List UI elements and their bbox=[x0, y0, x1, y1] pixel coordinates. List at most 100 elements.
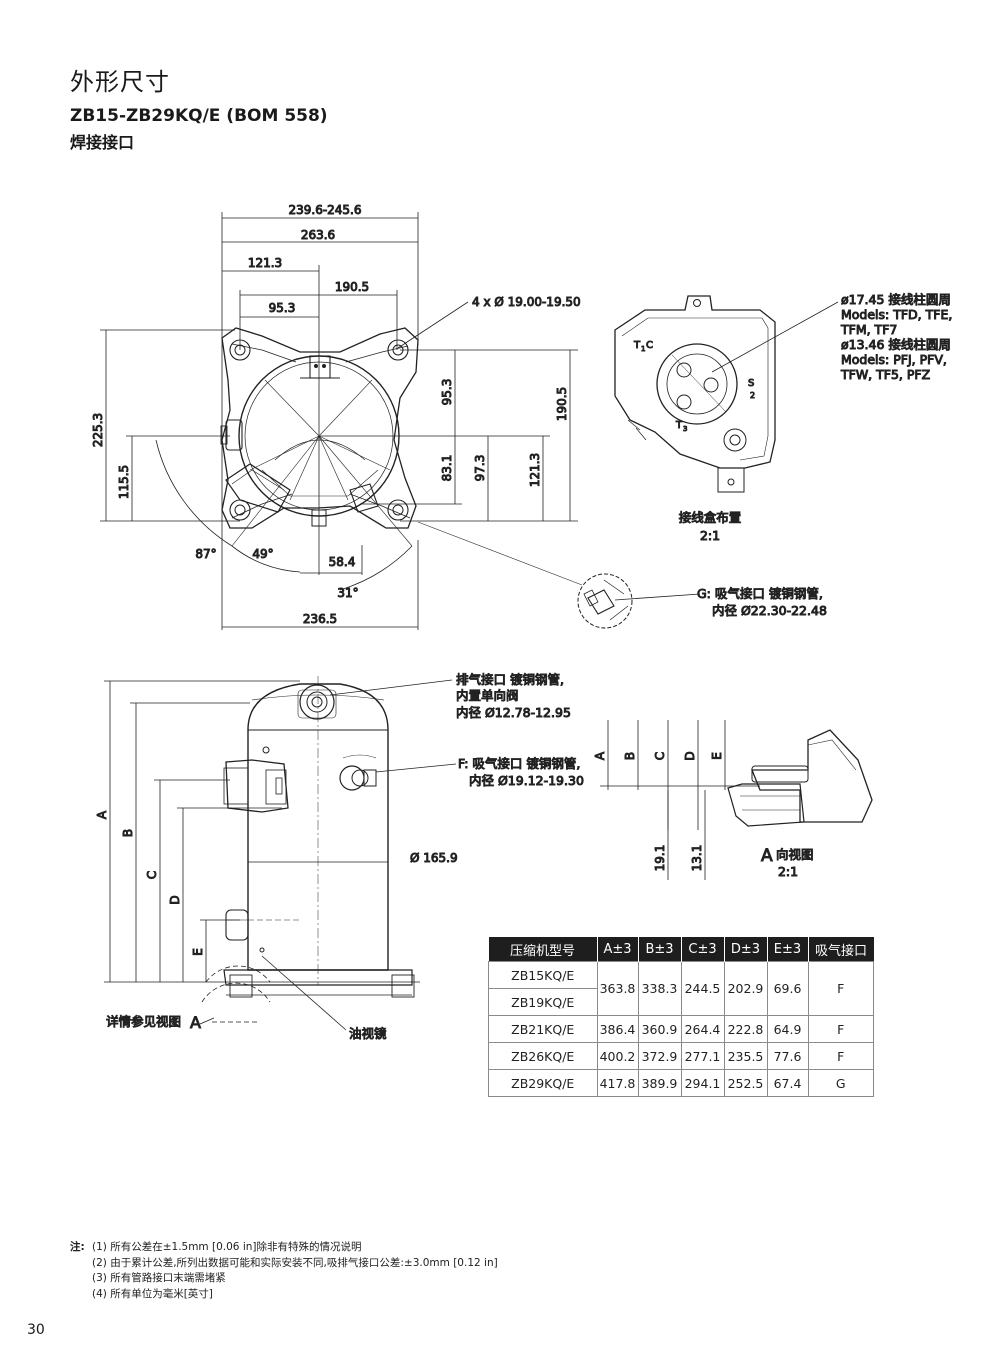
note-row: (3) 所有管路接口末端需堵紧 bbox=[70, 1271, 498, 1287]
table-header-row: 压缩机型号 A±3 B±3 C±3 D±3 E±3 吸气接口 bbox=[488, 937, 874, 962]
terminal-note-2: Models: TFD, TFE, bbox=[841, 307, 952, 322]
dim-121-3: 121.3 bbox=[248, 256, 282, 270]
shell-diameter: Ø 165.9 bbox=[410, 851, 458, 865]
terminal-note-5: Models: PFJ, PFV, bbox=[841, 352, 947, 367]
cell-a: 363.8 bbox=[596, 961, 639, 1016]
note-row: (2) 由于累计公差,所列出数据可能和实际安装不同,吸排气接口公差:±3.0mm… bbox=[70, 1256, 498, 1272]
dim-115-5: 115.5 bbox=[117, 465, 131, 499]
cell-b: 338.3 bbox=[637, 961, 682, 1016]
dim-225-3: 225.3 bbox=[91, 413, 105, 447]
view-a-scale: 2:1 bbox=[778, 864, 798, 879]
header-b: B±3 bbox=[638, 937, 682, 962]
cell-model: ZB19KQ/E bbox=[488, 988, 598, 1016]
side-view: A B C D E bbox=[95, 672, 585, 1042]
model-subtitle: ZB15-ZB29KQ/E (BOM 558) bbox=[70, 106, 328, 126]
cell-model: ZB29KQ/E bbox=[488, 1069, 598, 1097]
page-number: 30 bbox=[27, 1322, 45, 1338]
table-row: ZB29KQ/E 417.8 389.9 294.1 252.5 67.4 G bbox=[488, 1069, 874, 1097]
angle-87: 87° bbox=[195, 547, 216, 561]
dim-19-1: 19.1 bbox=[653, 845, 667, 872]
side-dim-a: A bbox=[95, 810, 109, 819]
notes: 注: (1) 所有公差在±1.5mm [0.06 in]除非有特殊的情况说明 (2… bbox=[70, 1240, 498, 1302]
cell-port: F bbox=[807, 961, 874, 1016]
header-e: E±3 bbox=[767, 937, 809, 962]
side-dim-e: E bbox=[191, 948, 205, 956]
discharge-line-2: 内置单向阀 bbox=[456, 688, 519, 703]
cell-c: 244.5 bbox=[680, 961, 725, 1016]
detail-reference: 详情参见视图 bbox=[106, 1014, 181, 1029]
cell-b: 372.9 bbox=[637, 1042, 682, 1070]
sight-glass-label: 油视镜 bbox=[349, 1026, 387, 1041]
cell-d: 235.5 bbox=[723, 1042, 768, 1070]
cell-c: 264.4 bbox=[680, 1015, 725, 1043]
note-row: (4) 所有单位为毫米[英寸] bbox=[70, 1287, 498, 1303]
dim-v-97-3: 97.3 bbox=[473, 455, 487, 482]
table-row: ZB21KQ/E 386.4 360.9 264.4 222.8 64.9 F bbox=[488, 1015, 874, 1043]
cell-e: 64.9 bbox=[766, 1015, 809, 1043]
side-dim-b: B bbox=[121, 829, 135, 837]
cell-port: F bbox=[807, 1015, 874, 1043]
table-row: ZB26KQ/E 400.2 372.9 277.1 235.5 77.6 F bbox=[488, 1042, 874, 1070]
cell-model: ZB15KQ/E bbox=[488, 961, 598, 989]
view-a-letter-e: E bbox=[710, 752, 724, 760]
discharge-line-1: 排气接口 镀铜钢管, bbox=[456, 672, 564, 687]
cell-d: 222.8 bbox=[723, 1015, 768, 1043]
view-a-letter-a: A bbox=[593, 751, 607, 760]
header-model: 压缩机型号 bbox=[488, 937, 598, 962]
header-port: 吸气接口 bbox=[808, 937, 874, 962]
terminal-box-scale: 2:1 bbox=[700, 528, 720, 543]
dim-58-4: 58.4 bbox=[329, 555, 356, 569]
header-d: D±3 bbox=[724, 937, 768, 962]
suction-g-line-1: G: 吸气接口 镀铜钢管, bbox=[697, 586, 823, 601]
dim-v-83-1: 83.1 bbox=[440, 455, 454, 482]
notes-lead: 注: bbox=[70, 1241, 85, 1253]
note-row: 注: (1) 所有公差在±1.5mm [0.06 in]除非有特殊的情况说明 bbox=[70, 1240, 498, 1256]
note-2: (2) 由于累计公差,所列出数据可能和实际安装不同,吸排气接口公差:±3.0mm… bbox=[92, 1256, 498, 1269]
terminal-note-3: TFM, TF7 bbox=[840, 322, 897, 337]
mounting-holes-label: 4 x Ø 19.00-19.50 bbox=[472, 295, 581, 309]
cell-b: 389.9 bbox=[637, 1069, 682, 1097]
dim-190-5: 190.5 bbox=[335, 280, 369, 294]
top-view: 239.6-245.6 263.6 121.3 190.5 95.3 4 x Ø… bbox=[91, 203, 583, 630]
side-dim-d: D bbox=[168, 895, 182, 904]
dim-236-5: 236.5 bbox=[303, 612, 337, 626]
terminal-box-caption: 接线盒布置 bbox=[679, 510, 742, 525]
dim-v-95-3: 95.3 bbox=[440, 379, 454, 406]
header-a: A±3 bbox=[597, 937, 639, 962]
dim-13-1: 13.1 bbox=[690, 845, 704, 872]
cell-c: 277.1 bbox=[680, 1042, 725, 1070]
detail-letter: A bbox=[190, 1013, 201, 1032]
terminal-s-label: S bbox=[748, 378, 754, 389]
cell-d: 202.9 bbox=[723, 961, 768, 1016]
cell-e: 77.6 bbox=[766, 1042, 809, 1070]
cell-a: 417.8 bbox=[596, 1069, 639, 1097]
dim-263-6: 263.6 bbox=[301, 228, 335, 242]
suction-g-line-2: 内径 Ø22.30-22.48 bbox=[712, 603, 827, 618]
terminal-s-sub: 2 bbox=[750, 391, 755, 400]
view-a-letter-c: C bbox=[653, 752, 667, 760]
terminal-t3-sub: 3 bbox=[683, 425, 687, 433]
cell-e: 69.6 bbox=[766, 961, 809, 1016]
terminal-note-1: ø17.45 接线柱圆周 bbox=[841, 292, 951, 307]
page-title: 外形尺寸 bbox=[70, 68, 170, 96]
note-3: (3) 所有管路接口末端需堵紧 bbox=[92, 1272, 226, 1284]
dim-95-3: 95.3 bbox=[269, 301, 296, 315]
table-row: ZB19KQ/E bbox=[488, 988, 874, 1016]
suction-f-line-2: 内径 Ø19.12-19.30 bbox=[469, 773, 584, 788]
cell-a: 386.4 bbox=[596, 1015, 639, 1043]
angle-49: 49° bbox=[252, 547, 273, 561]
suction-g-detail: G: 吸气接口 镀铜钢管, 内径 Ø22.30-22.48 bbox=[577, 573, 827, 629]
view-a-letter-d: D bbox=[683, 751, 697, 760]
view-a-caption-letter: A bbox=[761, 846, 773, 866]
note-1: (1) 所有公差在±1.5mm [0.06 in]除非有特殊的情况说明 bbox=[92, 1241, 362, 1253]
terminal-t1-label: T bbox=[633, 340, 641, 351]
cell-b: 360.9 bbox=[637, 1015, 682, 1043]
dim-v-190-5: 190.5 bbox=[555, 387, 569, 421]
cell-e: 67.4 bbox=[766, 1069, 809, 1097]
side-dim-c: C bbox=[145, 871, 159, 879]
cell-a: 400.2 bbox=[596, 1042, 639, 1070]
view-a-detail: A B C D E 19.1 13.1 A 向视图 2:1 bbox=[593, 720, 873, 880]
cell-port: G bbox=[807, 1069, 874, 1097]
terminal-note-4: ø13.46 接线柱圆周 bbox=[841, 337, 951, 352]
